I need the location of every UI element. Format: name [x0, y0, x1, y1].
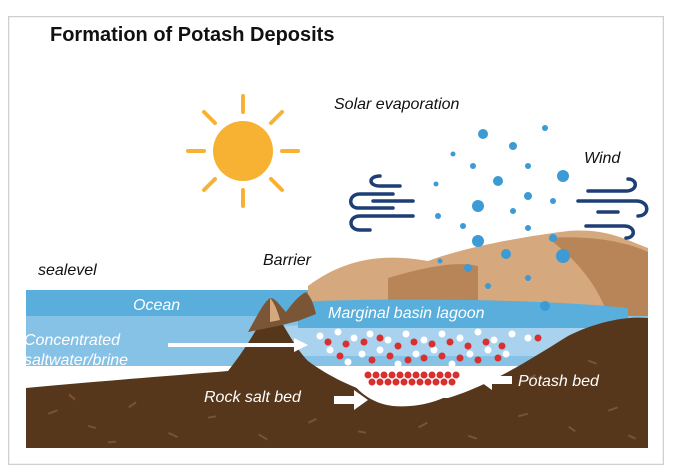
earth-specks [47, 359, 637, 444]
diagram-title: Formation of Potash Deposits [38, 22, 347, 48]
label-lagoon: Marginal basin lagoon [328, 305, 485, 322]
label-barrier: Barrier [263, 252, 312, 269]
label-rock-salt-bed: Rock salt bed [204, 389, 302, 406]
label-brine-line1: Concentrated [24, 332, 121, 349]
potash-bed-crystals [364, 371, 460, 386]
brine-crystals [316, 328, 542, 368]
wind-icon [349, 174, 415, 232]
barrier-highlight [270, 298, 280, 322]
label-brine-line2: saltwater/brine [24, 352, 128, 369]
wind-icon [576, 177, 649, 240]
label-ocean: Ocean [133, 297, 180, 314]
dune-shadow-2 [548, 237, 648, 316]
rock-salt-bed [353, 384, 463, 407]
arrow-icon [168, 338, 512, 410]
diagram-frame: Solar evaporation Wind sealevel Barrier … [8, 16, 664, 465]
barrier-rocks [248, 292, 316, 332]
label-solar-evaporation: Solar evaporation [334, 96, 460, 113]
label-potash-bed: Potash bed [518, 373, 600, 390]
potash-formation-scene: Solar evaporation Wind sealevel Barrier … [8, 16, 664, 465]
frame-border [8, 16, 664, 465]
label-sealevel: sealevel [38, 262, 97, 279]
sun-icon [186, 94, 300, 208]
earth-ground [26, 306, 648, 448]
lagoon-brine-layer [278, 323, 608, 356]
label-wind: Wind [584, 150, 621, 167]
water-droplet-icon [433, 125, 570, 311]
